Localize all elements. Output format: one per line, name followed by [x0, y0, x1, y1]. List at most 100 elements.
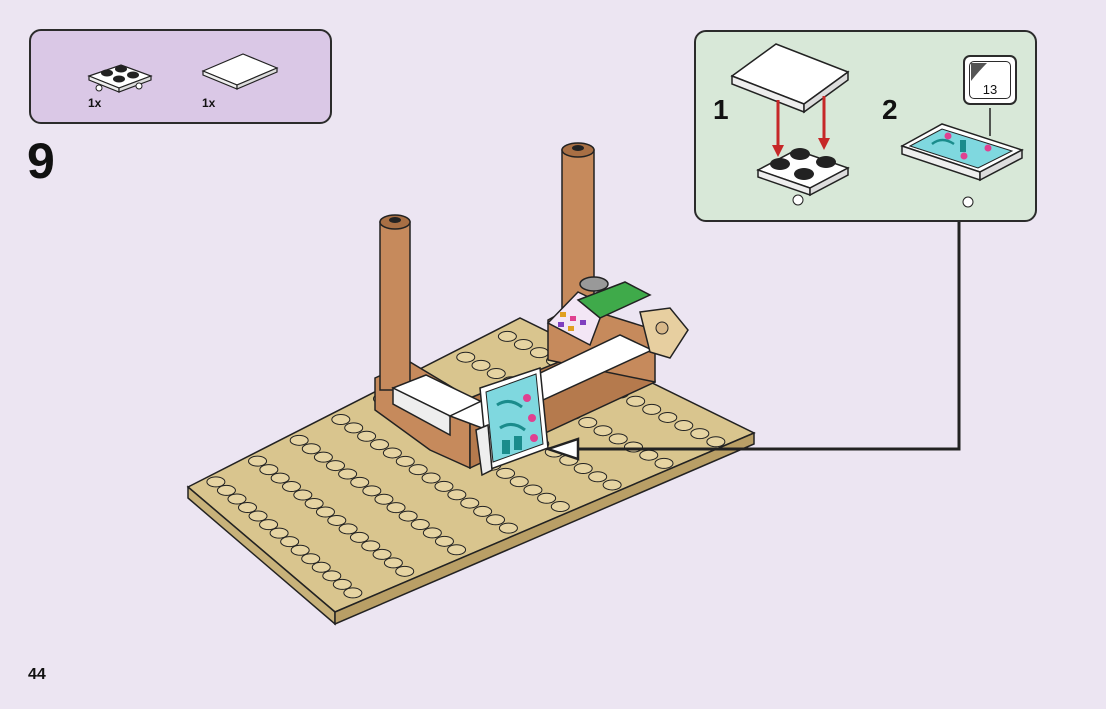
baseplate-stud: [301, 553, 321, 565]
decorated-sign: [475, 366, 549, 477]
baseplate-stud: [447, 489, 467, 501]
baseplate-stud: [658, 411, 678, 423]
baseplate-stud: [624, 441, 643, 453]
baseplate-stud: [434, 535, 454, 547]
baseplate-stud: [206, 476, 226, 488]
baseplate-stud: [280, 536, 300, 548]
decorated-tile-assembly-icon: [900, 108, 1024, 208]
baseplate-stud: [473, 505, 493, 517]
baseplate-stud: [395, 565, 415, 577]
parts-illustrations: [87, 53, 279, 93]
baseplate-stud: [313, 451, 333, 463]
baseplate-stud: [357, 430, 377, 442]
sub-step-label: 1: [713, 94, 729, 125]
baseplate-stud: [460, 497, 480, 509]
baseplate-stud: [674, 420, 694, 432]
baseplate-stud: [248, 455, 268, 467]
baseplate-stud: [456, 351, 476, 363]
baseplate-stud: [602, 479, 622, 491]
baseplate-stud: [486, 514, 506, 526]
baseplate-stud: [301, 443, 321, 455]
baseplate-stud: [331, 414, 351, 426]
baseplate-stud: [227, 493, 247, 505]
baseplate-stud: [593, 425, 613, 437]
baseplate-stud: [361, 540, 381, 552]
part-quantity: 1x: [202, 96, 216, 110]
baseplate-stud: [486, 368, 506, 380]
baseplate-stud: [370, 439, 389, 451]
sticker-frame: [969, 61, 1011, 99]
baseplate-stud: [338, 468, 358, 480]
baseplate-stud: [626, 395, 646, 407]
part-quantity: 1x: [88, 96, 102, 110]
baseplate-stud: [216, 484, 236, 496]
baseplate-stud: [422, 527, 442, 539]
baseplate-stud: [578, 417, 598, 429]
baseplate-stud: [498, 522, 518, 534]
baseplate-stud: [398, 510, 418, 522]
baseplate-stud: [496, 467, 516, 479]
baseplate-stud: [529, 347, 549, 359]
baseplate-stud: [497, 330, 517, 342]
page-number: 44: [28, 666, 46, 683]
baseplate-stud: [338, 523, 358, 535]
baseplate-stud: [327, 514, 347, 526]
placement-arrow: [544, 222, 961, 461]
baseplate-stud: [386, 502, 406, 514]
baseplate-stud: [513, 339, 533, 351]
baseplate-stud: [290, 544, 310, 556]
baseplate-stud: [509, 476, 529, 488]
baseplate-stud: [332, 578, 352, 590]
sub-assembly-box: 1 2: [694, 30, 1037, 222]
cash-register: [546, 276, 652, 347]
baseplate-stud: [537, 492, 557, 504]
baseplate-stud: [642, 403, 662, 415]
baseplate-stud: [311, 561, 331, 573]
baseplate-stud: [447, 544, 467, 556]
baseplate-stud: [349, 531, 369, 543]
baseplate-stud: [706, 436, 726, 448]
baseplate-stud: [421, 472, 441, 484]
baseplate-stud: [362, 485, 382, 497]
baseplate-stud: [248, 510, 268, 522]
step-number: 9: [27, 133, 55, 189]
parts-list-box: 1x 1x: [29, 29, 332, 124]
white-tile-icon: [201, 53, 279, 90]
baseplate-stud: [259, 464, 279, 476]
baseplate-stud: [259, 519, 279, 531]
baseplate-stud: [304, 498, 324, 510]
baseplate-stud: [639, 449, 659, 461]
baseplate-stud: [410, 518, 430, 530]
baseplate-stud: [382, 447, 402, 459]
baseplate-stud: [238, 502, 257, 514]
plate-2x2-wheels-icon: [87, 64, 153, 93]
baseplate-stud: [395, 455, 415, 467]
baseplate-stud: [434, 480, 454, 492]
baseplate-stud: [654, 457, 674, 469]
baseplate-stud: [289, 434, 309, 446]
baseplate-stud: [269, 527, 289, 539]
baseplate-stud: [372, 548, 392, 560]
sticker-peel-icon: [971, 63, 987, 81]
baseplate-stud: [344, 422, 364, 434]
tile-onto-plate-icon: [730, 43, 850, 206]
baseplate-stud: [588, 471, 608, 483]
pillar-left: [379, 214, 411, 391]
baseplate-stud: [550, 501, 570, 513]
baseplate-stud: [322, 570, 342, 582]
baseplate-stud: [343, 587, 363, 599]
baseplate-stud: [282, 481, 301, 493]
sub-assembly-illustrations: [730, 43, 1024, 208]
baseplate-stud: [690, 428, 710, 440]
baseplate-stud: [374, 493, 394, 505]
baseplate-stud: [383, 557, 403, 569]
baseplate-stud: [471, 359, 491, 371]
baseplate-stud: [270, 472, 290, 484]
baseplate-stud: [315, 506, 335, 518]
tan-baseplate: [186, 317, 756, 626]
baseplate-stud: [608, 433, 628, 445]
baseplate-stud: [523, 484, 543, 496]
sub-step-label: 2: [882, 94, 898, 125]
baseplate-stud: [573, 462, 593, 474]
